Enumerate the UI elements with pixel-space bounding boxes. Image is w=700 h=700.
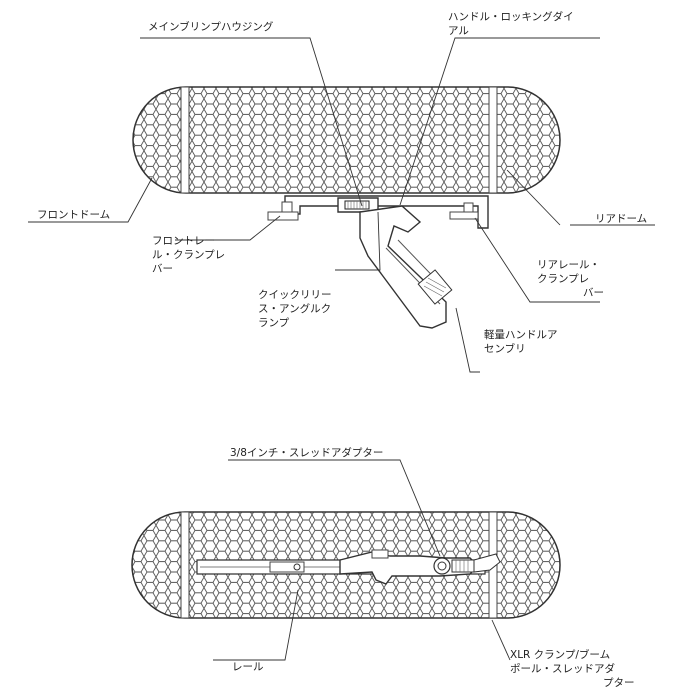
bottom-blimp-assembly [131, 511, 561, 619]
label-thread-adapter: 3/8インチ・スレッドアダプター [230, 446, 383, 459]
bottom-front-band [180, 511, 190, 619]
bottom-xlr-clamp [433, 553, 501, 575]
bottom-thread-adapter [371, 549, 389, 559]
top-front-band [180, 86, 190, 194]
top-rear-dome-edge [506, 86, 561, 194]
label-quick-1: クイックリリー [258, 289, 332, 301]
label-rail: レール [232, 661, 264, 673]
top-rear-clamp-lever [449, 211, 479, 220]
label-front-dome: フロントドーム [37, 209, 110, 221]
top-pistol-grip [359, 205, 447, 329]
label-rear-rail-2: クランプレ [537, 273, 589, 285]
label-handle-dial-1: ハンドル・ロッキングダイ [448, 10, 574, 23]
bottom-front-clamp [269, 561, 305, 573]
label-handle-asm-1: 軽量ハンドルア [484, 329, 558, 341]
label-handle-asm-2: センブリ [484, 342, 526, 355]
label-front-rail-3: バー [152, 263, 173, 275]
top-grip-xlr-end [417, 269, 453, 305]
top-rear-band [488, 86, 498, 194]
label-xlr-3: プター [603, 677, 635, 689]
top-leader-lines [28, 37, 655, 373]
label-rear-rail-1: リアレール・ [537, 259, 600, 271]
top-front-clamp-lever [267, 211, 299, 221]
label-xlr-2: ポール・スレッドアダ [510, 662, 615, 675]
label-front-rail-2: ル・クランプレ [152, 249, 225, 261]
top-front-dome-edge [132, 86, 187, 194]
bottom-leader-lines [213, 459, 511, 661]
label-main-housing: メインブリンプハウジング [148, 20, 274, 33]
label-handle-dial-2: アル [448, 25, 469, 37]
top-locking-dial [344, 200, 370, 210]
label-quick-2: ス・アングルク [258, 302, 331, 315]
bottom-rear-dome-edge [506, 511, 561, 619]
label-quick-3: ランプ [258, 317, 290, 329]
label-rear-rail-3: バー [583, 287, 604, 299]
bottom-front-dome-edge [131, 511, 186, 619]
label-front-rail-1: フロントレー [152, 235, 215, 247]
label-rear-dome: リアドーム [595, 213, 647, 225]
top-blimp-assembly [132, 86, 561, 329]
label-xlr-1: XLR クランプ/ブーム [510, 648, 610, 661]
